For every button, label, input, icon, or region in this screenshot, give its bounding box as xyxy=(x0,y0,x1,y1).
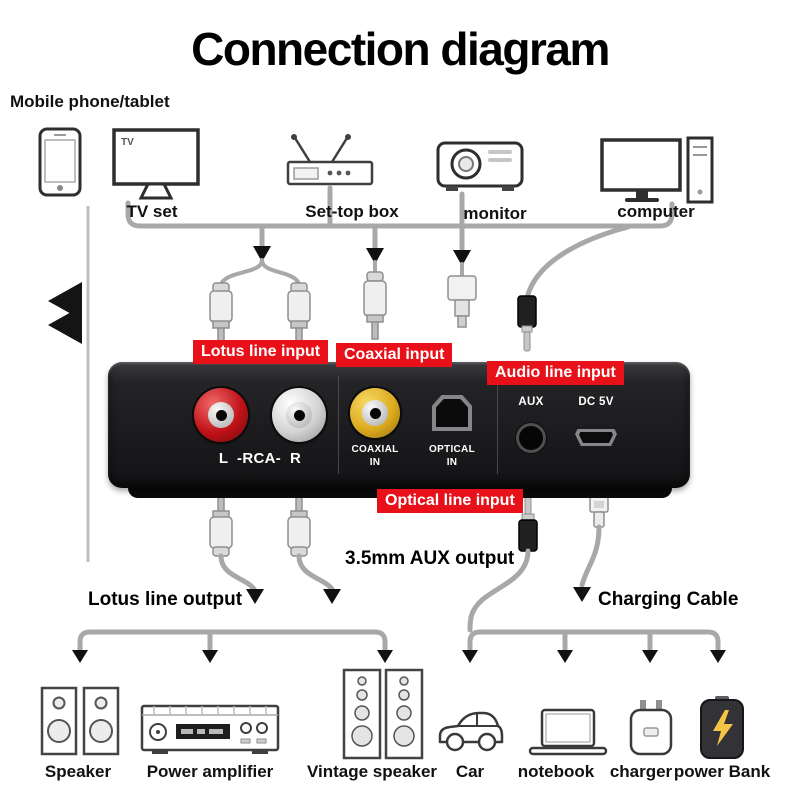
optical-port xyxy=(432,395,472,431)
optical-port-label: OPTICAL IN xyxy=(429,444,475,468)
rca-plug-top-left xyxy=(209,282,233,344)
mobile-phone-label: Mobile phone/tablet xyxy=(10,92,170,111)
vintage-speaker-label: Vintage speaker xyxy=(306,762,438,781)
tv-badge: TV xyxy=(121,137,134,148)
aux-port xyxy=(516,423,546,453)
speaker-label: Speaker xyxy=(44,762,112,781)
dc-port-label: DC 5V xyxy=(578,396,614,408)
micro-usb-port xyxy=(575,429,617,446)
plug-feed-cables xyxy=(219,258,464,286)
set-top-box-icon xyxy=(280,130,380,193)
tv-icon: TV xyxy=(110,126,202,207)
car-label: Car xyxy=(455,762,485,781)
tv-set-label: TV set xyxy=(126,202,178,221)
rca-port-metal xyxy=(362,400,388,426)
computer-label: computer xyxy=(617,202,695,221)
wireless-arrows-icon xyxy=(42,280,84,349)
power-amplifier-icon xyxy=(140,698,280,761)
rca-port-metal xyxy=(208,402,234,428)
coaxial-input-tag: Coaxial input xyxy=(336,343,453,367)
rca-plug-bottom-right xyxy=(287,496,311,557)
rca-ports-label: L -RCA- R xyxy=(218,450,302,467)
charger-icon xyxy=(627,698,675,763)
computer-icon xyxy=(598,134,716,211)
optical-line-input-tag: Optical line input xyxy=(377,489,523,513)
charging-cable-label: Charging Cable xyxy=(598,589,739,610)
bottom-cables xyxy=(77,524,721,653)
flow-arrows-bottom xyxy=(72,587,726,663)
power-bank-icon xyxy=(698,694,746,765)
aux-output-label: 3.5mm AUX output xyxy=(345,548,515,569)
notebook-icon xyxy=(528,708,608,761)
monitor-label: monitor xyxy=(463,204,527,223)
page-title: Connection diagram xyxy=(191,23,610,75)
panel-divider xyxy=(338,376,339,474)
notebook-label: notebook xyxy=(517,762,595,781)
rca-port-metal xyxy=(286,402,312,428)
optical-port-hole xyxy=(436,399,468,427)
coaxial-port-yellow xyxy=(350,388,400,438)
usb-plug-bottom xyxy=(589,496,609,528)
power-amplifier-label: Power amplifier xyxy=(146,762,274,781)
rca-port-right-white xyxy=(272,388,326,442)
power-bank-label: power Bank xyxy=(673,762,771,781)
coaxial-port-label: COAXIAL IN xyxy=(351,444,399,468)
rca-plug-bottom-left xyxy=(209,496,233,557)
audio-line-input-tag: Audio line input xyxy=(487,361,624,385)
vintage-speaker-icon xyxy=(342,668,424,765)
aux-port-label: AUX xyxy=(518,396,544,408)
flow-arrows-top xyxy=(253,246,471,266)
car-icon xyxy=(436,700,506,761)
rca-port-hole xyxy=(293,409,305,421)
top-cables xyxy=(125,185,675,301)
monitor-projector-icon xyxy=(432,136,528,199)
charger-label: charger xyxy=(609,762,673,781)
optical-plug xyxy=(447,275,477,328)
rca-port-hole xyxy=(369,407,381,419)
micro-usb-port-hole xyxy=(579,432,613,443)
rca-plug-top-right xyxy=(287,282,311,344)
speaker-icon xyxy=(40,686,120,763)
lotus-output-label: Lotus line output xyxy=(88,589,243,610)
lotus-line-input-tag: Lotus line input xyxy=(193,340,329,364)
rca-port-hole xyxy=(215,409,227,421)
panel-divider xyxy=(497,376,498,474)
set-top-box-label: Set-top box xyxy=(305,202,399,221)
phone-icon xyxy=(36,126,84,203)
coaxial-plug xyxy=(363,271,387,340)
rca-port-left-red xyxy=(194,388,248,442)
aux-plug-top xyxy=(517,295,537,352)
